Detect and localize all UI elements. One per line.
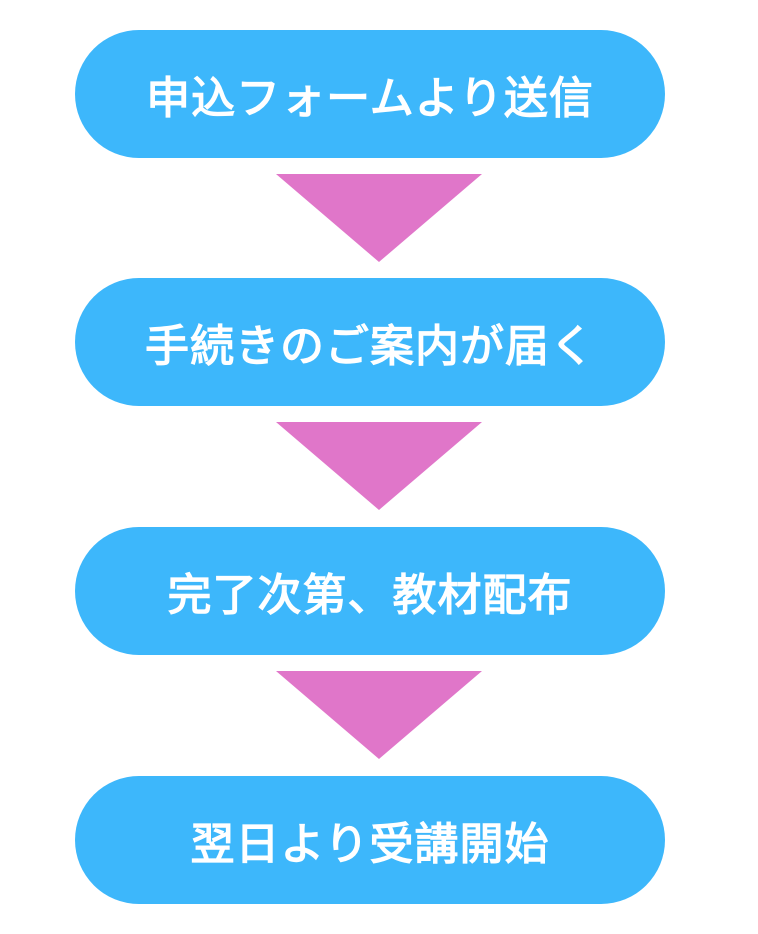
flow-step-label: 手続きのご案内が届く <box>145 321 595 372</box>
flow-step-receive-guide: 手続きのご案内が届く <box>75 278 665 406</box>
flow-step-submit-form: 申込フォームより送信 <box>75 30 665 158</box>
flow-step-label: 申込フォームより送信 <box>146 73 594 124</box>
down-arrow-icon <box>276 422 482 510</box>
down-arrow-icon <box>276 671 482 759</box>
down-arrow-icon <box>276 174 482 262</box>
flow-step-label: 完了次第、教材配布 <box>167 570 573 621</box>
flow-step-materials-distributed: 完了次第、教材配布 <box>75 527 665 655</box>
flow-step-start-course: 翌日より受講開始 <box>75 776 665 904</box>
flow-step-label: 翌日より受講開始 <box>190 819 550 870</box>
